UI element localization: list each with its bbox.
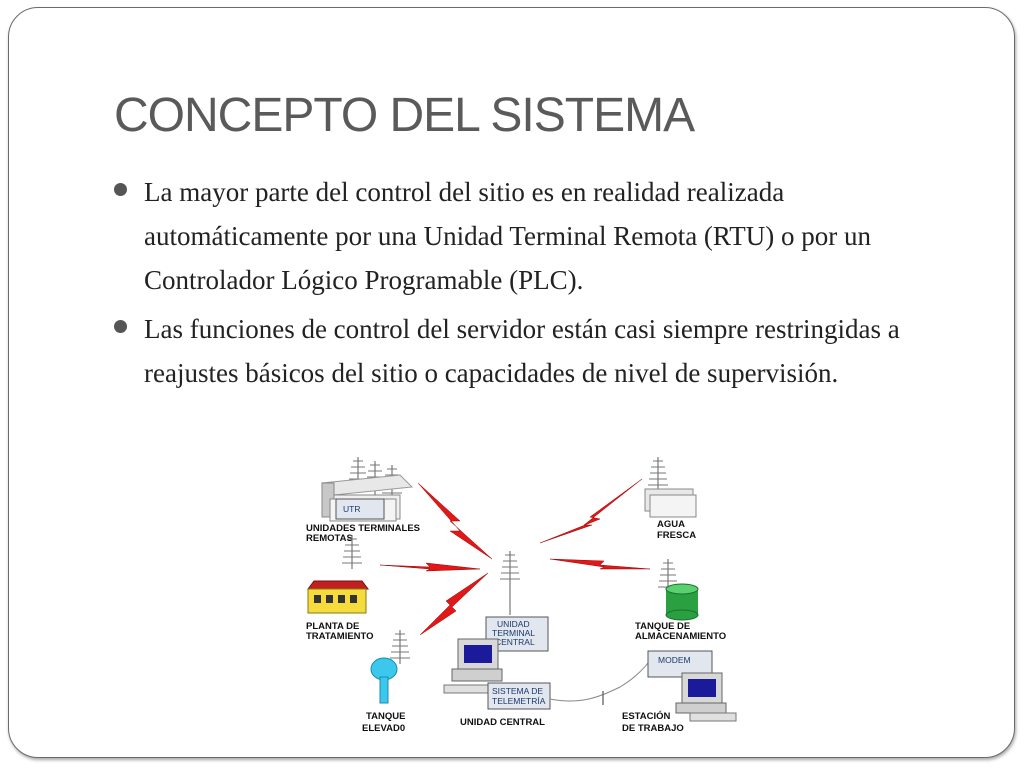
remote-units-label: REMOTAS [306,533,353,544]
bullet-text: La mayor parte del control del sitio es … [144,177,872,295]
link-line [549,654,655,702]
signal-bolt [417,482,493,560]
telemetry-label: SISTEMA DE [492,686,543,696]
slide-title: CONCEPTO DEL SISTEMA [114,89,695,142]
radio-signals [379,478,651,636]
telemetry-box [487,682,551,710]
utr-box [335,498,385,520]
scada-diagram: UTR UNIDADES TERMINALES REMOTAS PLANTA D… [306,456,737,734]
computer-icon [443,638,503,694]
treatment-plant-label: PLANTA DE [306,621,359,632]
fresh-water-icon [644,456,697,518]
central-unit-label: UNIDAD CENTRAL [460,717,545,728]
signal-bolt [549,558,651,570]
bullet-icon [114,183,127,196]
modem-label: MODEM [658,655,691,665]
fresh-water-label: FRESCA [657,530,696,541]
central-terminal-label: UNIDAD [497,619,530,629]
bullet-item: Las funciones de control del servidor es… [114,307,974,395]
storage-tank-label: ALMACENAMIENTO [635,631,726,642]
workstation-label: DE TRABAJO [622,723,684,734]
bullet-item: La mayor parte del control del sitio es … [114,170,974,302]
remote-units-label: UNIDADES TERMINALES [306,523,420,534]
treatment-plant-icon [307,534,369,614]
bullet-list: La mayor parte del control del sitio es … [114,170,974,400]
storage-tank-icon [657,558,699,621]
bullet-text: Las funciones de control del servidor es… [144,314,900,388]
central-antenna-icon [499,550,521,615]
elevated-tank-label: TANQUE [366,711,405,722]
workstation-icon [675,672,737,722]
fresh-water-label: AGUA [657,519,685,530]
bullet-icon [114,320,127,333]
treatment-plant-label: TRATAMIENTO [306,631,374,642]
central-terminal-label: CENTRAL [495,637,535,647]
utr-box-label: UTR [343,504,360,514]
signal-bolt [539,478,643,544]
signal-bolt [379,562,481,572]
storage-tank-label: TANQUE DE [635,621,690,632]
signal-bolt [419,572,489,636]
elevated-tank-label: ELEVAD0 [362,723,405,734]
elevated-tank-icon [370,629,411,704]
telemetry-label: TELEMETRÍA [492,696,546,706]
central-terminal-label: TERMINAL [492,628,535,638]
workstation-label: ESTACIÓN [622,710,671,722]
